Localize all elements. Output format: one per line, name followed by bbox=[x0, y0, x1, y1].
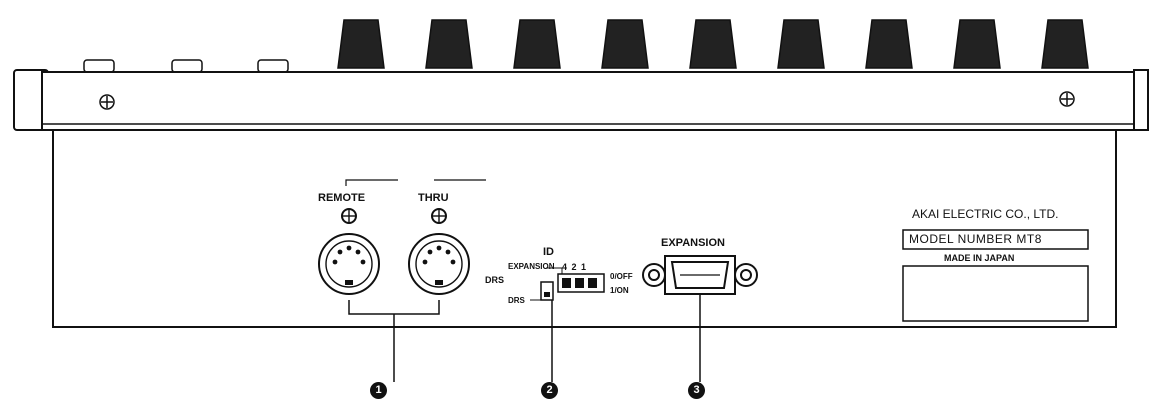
expansion-dsub-connector bbox=[642, 255, 758, 295]
drs-group-label: DRS bbox=[485, 275, 505, 285]
thru-label: THRU bbox=[418, 192, 449, 204]
callout-1: 1 bbox=[370, 382, 387, 399]
label-plate bbox=[902, 265, 1089, 322]
model-number-box bbox=[902, 229, 1089, 250]
model-number-label: MODEL NUMBER MT8 bbox=[909, 232, 1042, 246]
made-in-label: MADE IN JAPAN bbox=[944, 253, 1015, 263]
top-buttons bbox=[83, 59, 289, 73]
id-drs-label: DRS bbox=[508, 296, 525, 305]
id-dip-switch bbox=[530, 267, 605, 301]
id-expansion-label: EXPANSION bbox=[508, 262, 555, 271]
callout-1-line bbox=[348, 300, 440, 382]
thru-din-connector bbox=[408, 208, 470, 295]
id-label: ID bbox=[543, 246, 554, 258]
top-rail bbox=[13, 69, 1149, 131]
maker-label: AKAI ELECTRIC CO., LTD. bbox=[912, 207, 1059, 221]
drs-bracket bbox=[345, 179, 486, 186]
remote-label: REMOTE bbox=[318, 192, 366, 204]
remote-din-connector bbox=[318, 208, 380, 295]
id-bits-label: 4 2 1 bbox=[562, 262, 588, 272]
top-knobs bbox=[337, 19, 1089, 69]
on-label: 1/ON bbox=[610, 286, 629, 295]
rail-screws bbox=[99, 91, 1075, 110]
callout-2: 2 bbox=[541, 382, 558, 399]
off-label: 0/OFF bbox=[610, 272, 633, 281]
callout-3: 3 bbox=[688, 382, 705, 399]
expansion-label: EXPANSION bbox=[661, 237, 725, 249]
